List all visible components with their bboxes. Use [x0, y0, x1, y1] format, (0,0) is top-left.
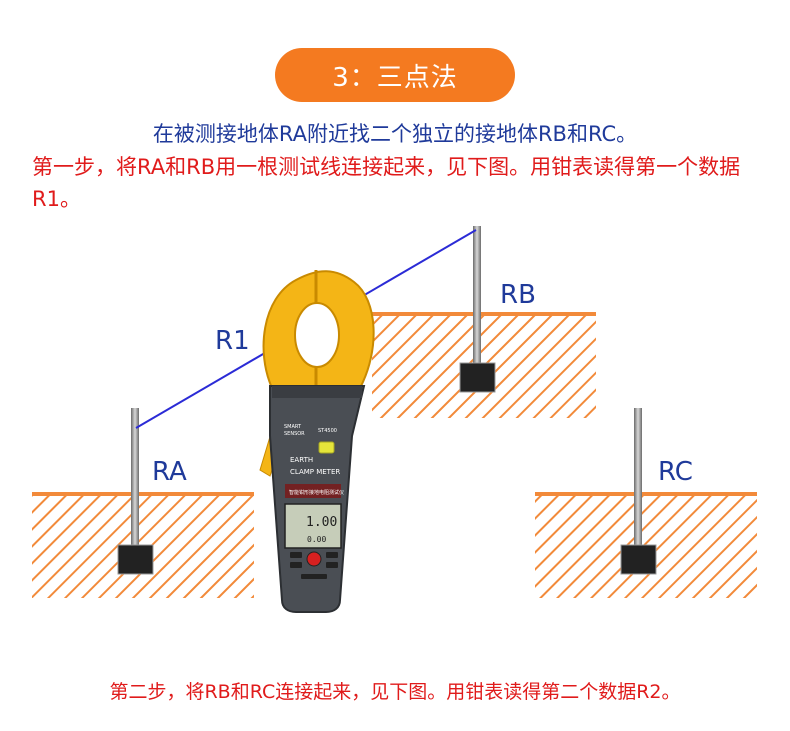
method-title-badge: 3：三点法: [275, 48, 515, 102]
label-rb: RB: [500, 280, 536, 310]
method-title: 3：三点法: [332, 62, 458, 93]
meter-cn-name: 智能钳形接地电阻测试仪: [289, 489, 344, 496]
meter-reading-sub: 0.00: [307, 535, 326, 544]
step2-text: 第二步，将RB和RC连接起来，见下图。用钳表读得第二个数据R2。: [109, 681, 681, 703]
meter-power-button: [306, 551, 322, 567]
electrode-rc: [620, 408, 657, 575]
step1-text: 第一步，将RA和RB用一根测试线连接起来，见下图。用钳表读得第一个数据R1。: [32, 155, 741, 211]
meter-brand-1: SMART: [284, 424, 302, 430]
label-r1: R1: [215, 326, 250, 356]
meter-model: ST4500: [318, 428, 337, 434]
meter-reading: 1.00: [306, 515, 337, 530]
electrode-rb: [459, 226, 496, 393]
meter-clamp-label: CLAMP METER: [290, 468, 340, 476]
meter-button-left: [290, 552, 302, 558]
meter-brand-2: SENSOR: [284, 431, 305, 437]
meter-earth-label: EARTH: [290, 456, 313, 464]
label-ra: RA: [152, 457, 187, 487]
intro-text: 在被测接地体RA附近找二个独立的接地体RB和RC。: [152, 122, 638, 146]
clamp-meter: SMART SENSOR ST4500 EARTH CLAMP METER 智能…: [259, 270, 375, 613]
label-rc: RC: [658, 457, 693, 487]
electrode-ra: [117, 408, 154, 575]
meter-button-right: [326, 552, 338, 558]
